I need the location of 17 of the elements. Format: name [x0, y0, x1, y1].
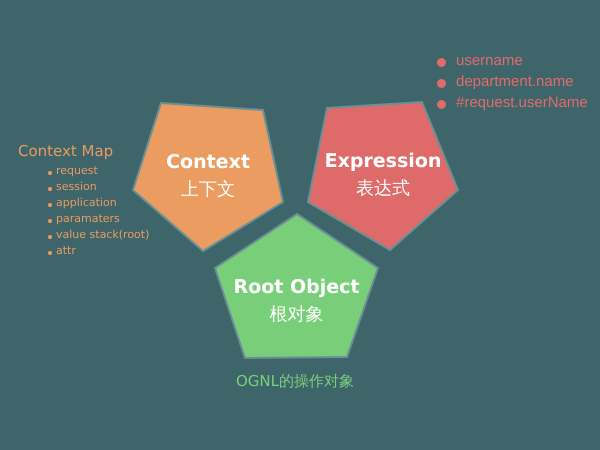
heading: Context Map	[18, 142, 114, 160]
list-item: session	[56, 180, 97, 193]
list-item: department.name	[456, 73, 574, 90]
list-item: #request.userName	[456, 94, 588, 111]
list-item: request	[56, 164, 98, 177]
title: Root Object	[232, 276, 360, 298]
list-item: value stack(root)	[56, 228, 150, 241]
subtitle: 上下文	[180, 178, 236, 201]
title: Context	[165, 151, 251, 173]
subtitle: 根对象	[268, 303, 324, 326]
subtitle: 表达式	[355, 177, 411, 200]
list-item: application	[56, 196, 117, 209]
list-item: paramaters	[56, 212, 120, 225]
title: Expression	[324, 150, 442, 172]
list-item: username	[456, 52, 523, 69]
list-item: attr	[56, 244, 76, 257]
node-label: OGNL的操作对象	[236, 372, 354, 391]
